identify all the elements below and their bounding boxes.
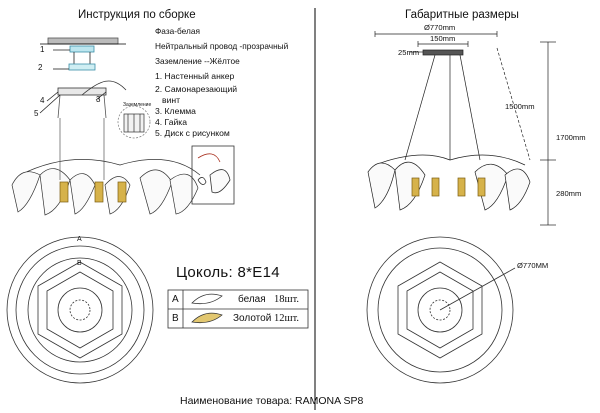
callout-5: 5: [34, 109, 39, 118]
callout-1: 1: [40, 45, 45, 54]
legend-table: [167, 289, 309, 329]
part-1-label: 1. Настенный анкер: [155, 71, 235, 81]
dim-cable-length: 1500mm: [505, 102, 535, 111]
dim-total-height: 1700mm: [556, 133, 586, 142]
ceiling-mount-detail: [39, 37, 127, 119]
dim-overall-diameter: Ø770mm: [424, 23, 456, 32]
legend-name-b: Золотой: [233, 313, 272, 324]
left-chandelier-elevation: [11, 118, 201, 216]
part-3-label: 3. Клемма: [155, 106, 196, 116]
left-plan-view: [6, 236, 154, 384]
terminal-ground-label: Заземление: [123, 102, 152, 108]
part-5-label: 5. Диск с рисунком: [155, 128, 230, 138]
part-2-label: 2. Самонарезающий: [155, 84, 238, 94]
right-plan-view: [366, 236, 516, 384]
leaf-detail-box: [191, 145, 235, 205]
product-name-footer: Наименование товара: RAMONA SP8: [180, 395, 364, 407]
dimensions-title: Габаритные размеры: [405, 9, 519, 21]
part-4-label: 4. Гайка: [155, 117, 188, 127]
callout-3: 3: [96, 95, 101, 104]
legend-key-b: B: [172, 313, 179, 324]
dim-canopy-inner: 25mm: [398, 48, 420, 57]
right-elevation: [367, 31, 556, 226]
wire-note-phase: Фаза-белая: [155, 26, 200, 36]
dim-plan-diameter: Ø770MM: [517, 261, 549, 270]
plan-letter-a: A: [77, 236, 82, 243]
dim-canopy-outer: 150mm: [430, 34, 456, 43]
part-2-label-cont: винт: [162, 95, 181, 105]
legend-key-a: A: [172, 294, 179, 305]
legend-name-a: белая: [238, 294, 266, 305]
assembly-title: Инструкция по сборке: [78, 9, 196, 21]
dim-body-height: 280mm: [556, 189, 582, 198]
legend-qty-b: 12шт.: [274, 313, 300, 324]
terminal-block-detail: [117, 105, 151, 139]
callout-4: 4: [40, 96, 45, 105]
plan-letter-b: B: [77, 260, 82, 267]
socket-caption: Цоколь: 8*E14: [176, 264, 280, 281]
wire-note-ground: Заземление --Жёлтое: [155, 56, 240, 66]
legend-qty-a: 18шт.: [274, 294, 300, 305]
wire-note-neutral: Нейтральный провод -прозрачный: [155, 41, 289, 51]
callout-2: 2: [38, 63, 43, 72]
